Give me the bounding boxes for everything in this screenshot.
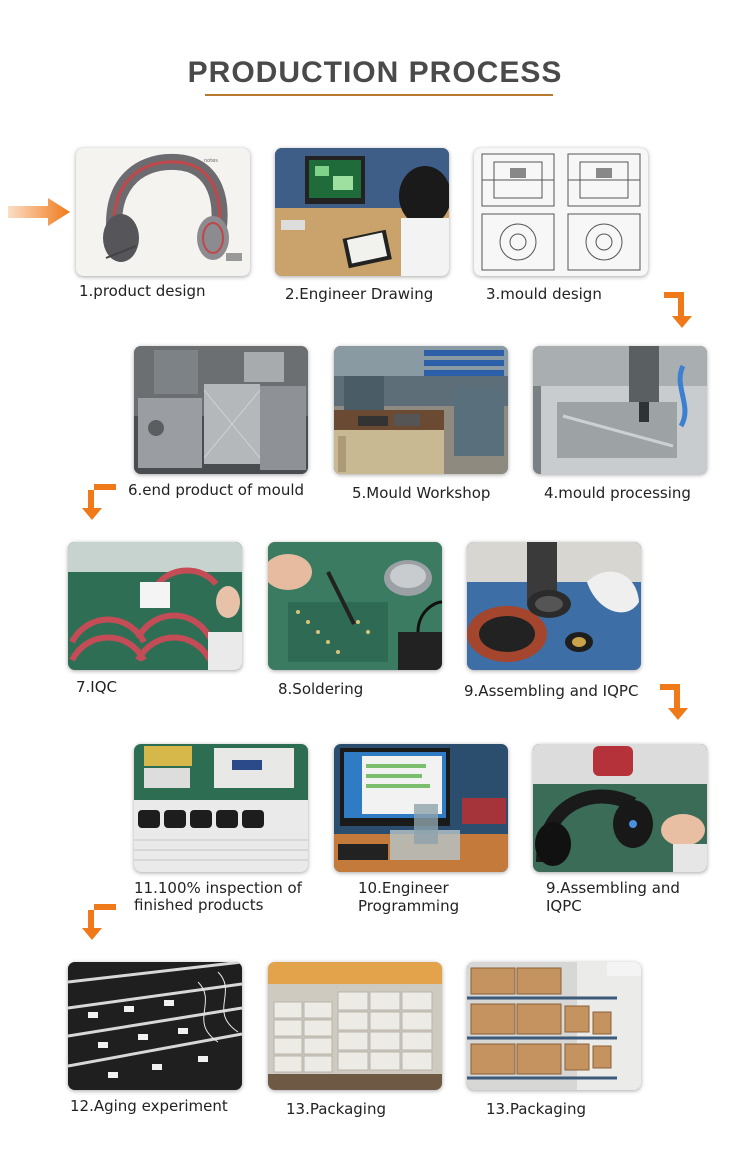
photo-assembling-speakers — [467, 542, 641, 670]
turn-down-arrow-icon — [82, 904, 116, 940]
step-label-1: 1.product design — [79, 282, 206, 300]
photo-mould-design — [474, 148, 648, 276]
photo-inspection-finished-products — [134, 744, 308, 872]
step-label-9: 9.Assembling and IQPC — [464, 682, 639, 700]
start-arrow-icon — [8, 198, 70, 226]
photo-end-product-of-mould — [134, 346, 308, 474]
step-label-5: 5.Mould Workshop — [352, 484, 491, 502]
photo-aging-experiment — [68, 962, 242, 1090]
turn-down-arrow-icon — [82, 484, 116, 520]
step-label-11-line1: 11.100% inspection of — [134, 879, 302, 897]
step-label-8: 8.Soldering — [278, 680, 364, 698]
photo-engineer-programming — [334, 744, 508, 872]
step-label-9b-line2: IQPC — [546, 897, 582, 915]
step-label-2: 2.Engineer Drawing — [285, 285, 434, 303]
photo-iqc — [68, 542, 242, 670]
photo-soldering — [268, 542, 442, 670]
page-title: PRODUCTION PROCESS — [187, 56, 563, 89]
turn-down-arrow-icon — [664, 292, 692, 328]
step-label-12: 12.Aging experiment — [70, 1097, 228, 1115]
svg-text:notes: notes — [204, 158, 218, 164]
turn-down-arrow-icon — [660, 684, 688, 720]
step-label-9b-line1: 9.Assembling and — [546, 879, 680, 897]
step-label-7: 7.IQC — [76, 678, 118, 696]
step-label-6: 6.end product of mould — [128, 481, 305, 499]
photo-product-design: notes — [76, 148, 250, 276]
photo-engineer-drawing — [275, 148, 449, 276]
step-label-13a: 13.Packaging — [286, 1100, 386, 1118]
photo-mould-processing — [533, 346, 707, 474]
title-underline — [205, 94, 553, 96]
step-label-13b: 13.Packaging — [486, 1100, 586, 1118]
step-label-4: 4.mould processing — [544, 484, 691, 502]
photo-assembling-headphones — [533, 744, 707, 872]
step-label-10-line2: Programming — [358, 897, 460, 915]
photo-mould-workshop — [334, 346, 508, 474]
photo-packaging-boxes — [268, 962, 442, 1090]
photo-packaging-warehouse — [467, 962, 641, 1090]
step-label-3: 3.mould design — [486, 285, 602, 303]
step-label-10-line1: 10.Engineer — [358, 879, 449, 897]
step-label-11-line2: finished products — [134, 896, 264, 914]
